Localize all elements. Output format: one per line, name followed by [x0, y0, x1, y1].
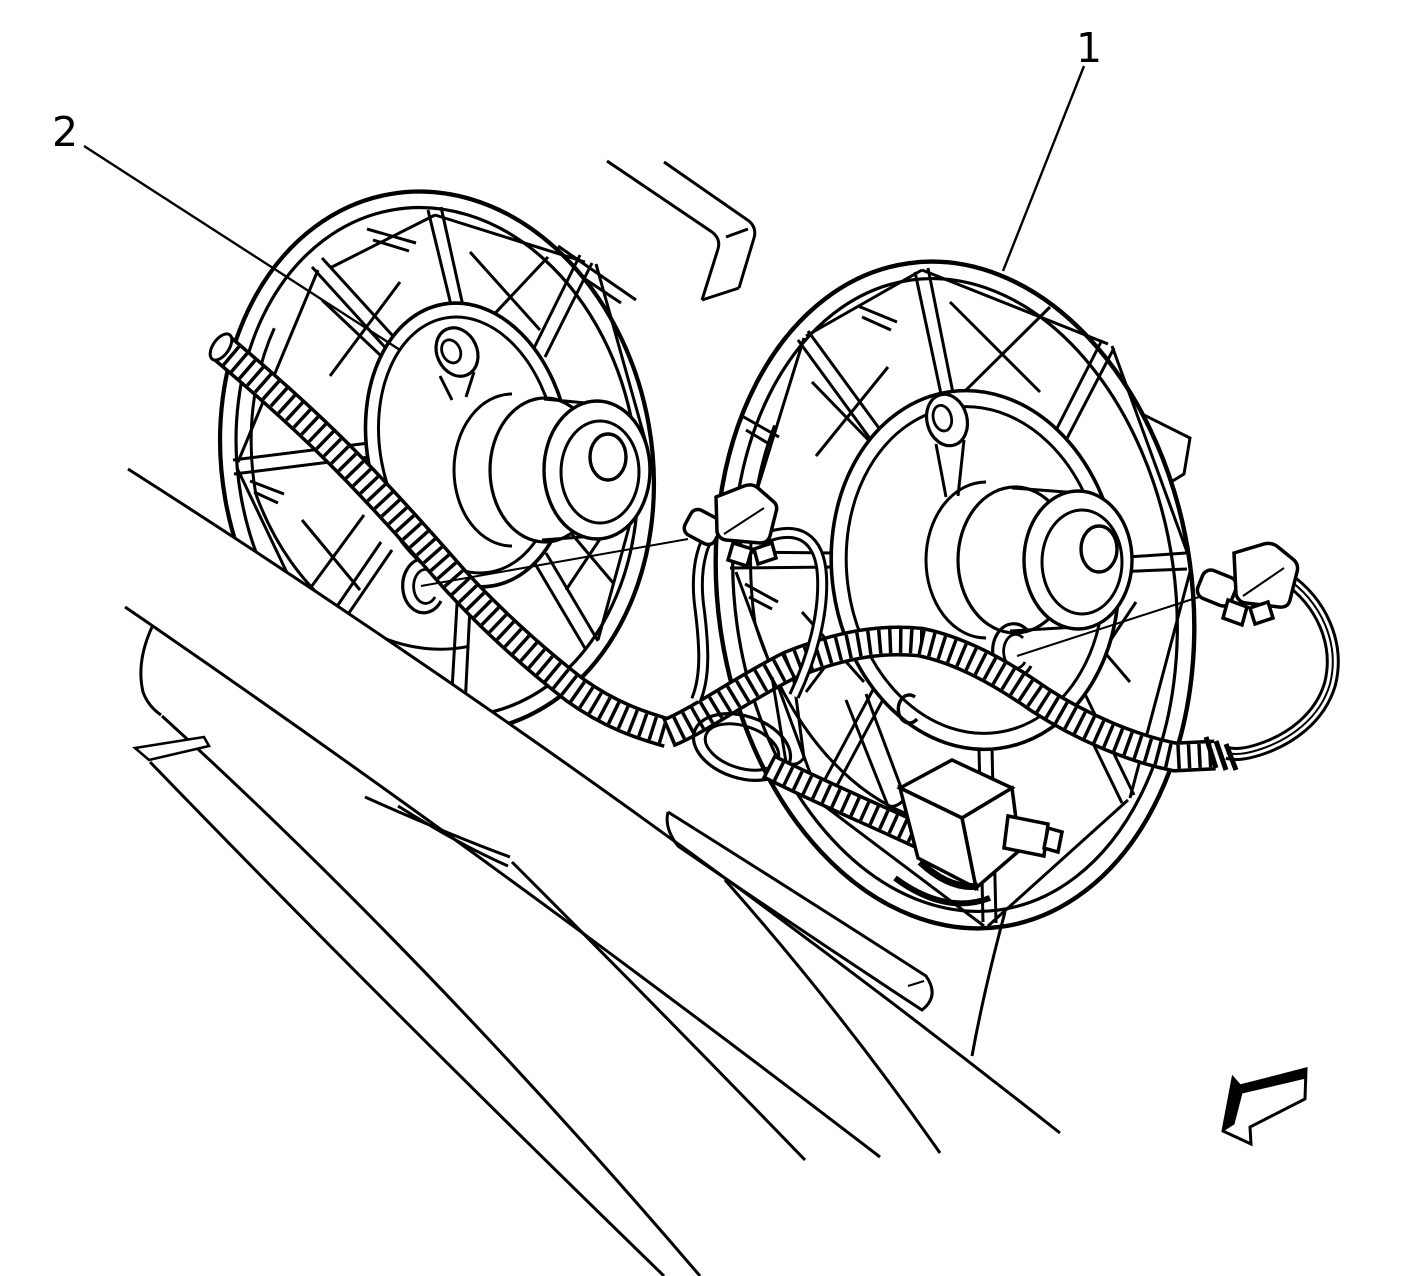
right-retainer-wire-loop [1203, 571, 1340, 771]
callout-2-label: 2 [52, 108, 79, 156]
left-fan-assembly [217, 189, 657, 735]
front-panel [0, 467, 1120, 1276]
panel-strip [665, 810, 934, 1012]
harness-clip-left [682, 483, 779, 569]
left-clip-pointer-line [420, 538, 689, 587]
wiring-harness [208, 332, 1340, 907]
callout-1-label: 1 [1076, 24, 1103, 72]
harness-conduit-left [208, 332, 673, 748]
right-fan-motor-hub [924, 480, 1134, 640]
harness-conduit-right [661, 625, 1216, 773]
right-fan-small-clip [896, 693, 919, 725]
connector-conduit-stub [761, 753, 934, 853]
right-fan-grommet [924, 392, 970, 448]
direction-arrow-icon [1221, 1067, 1308, 1147]
right-retainer-pointer-line [1016, 596, 1200, 657]
harness-retainer-right [1195, 541, 1300, 628]
callout-2-leader [83, 144, 401, 352]
left-fan-grommet [434, 326, 480, 378]
right-fan-assembly [713, 259, 1197, 1057]
harness-connector [893, 758, 1065, 907]
callout-1-leader [1001, 65, 1086, 272]
left-fan-motor-hub [452, 392, 652, 548]
